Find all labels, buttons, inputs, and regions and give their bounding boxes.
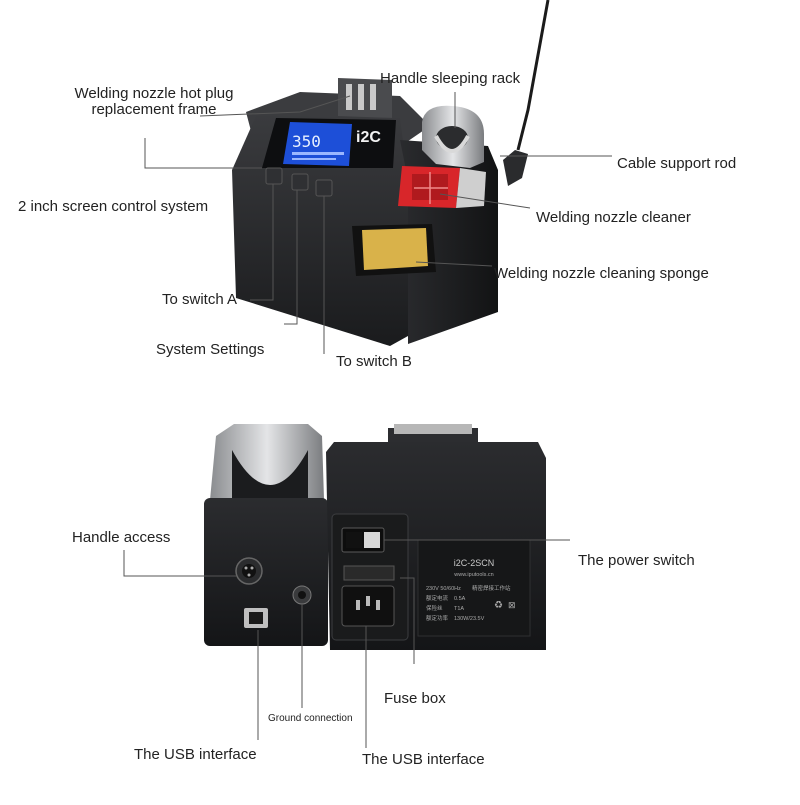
rear-view-station: i2C-2SCN www.iputools.cn 230V 50/60Hz 精密… <box>204 424 546 650</box>
system-settings-button[interactable] <box>291 173 309 191</box>
label-system-settings: System Settings <box>156 341 265 358</box>
cable-rod-clip <box>503 150 528 186</box>
spec-voltage: 230V 50/60Hz <box>426 586 461 592</box>
label-handle-access: Handle access <box>72 529 171 546</box>
label-usb-interface-2: The USB interface <box>362 751 485 768</box>
model-text: i2C-2SCN <box>454 558 495 568</box>
label-sleeping-rack: Handle sleeping rack <box>380 70 521 87</box>
spec-power: 130W/23.5V <box>454 616 485 622</box>
label-switch-b: To switch B <box>336 353 412 370</box>
label-cable-rod: Cable support rod <box>617 155 737 172</box>
cable-line <box>516 0 550 151</box>
label-usb-interface-1: The USB interface <box>134 746 257 763</box>
label-cleaning-sponge: Welding nozzle cleaning sponge <box>494 265 709 282</box>
screen-temperature: 350 <box>292 132 321 151</box>
top-leader-lines <box>144 92 612 354</box>
switch-a-button[interactable] <box>265 167 283 185</box>
rear-left-module <box>204 498 328 646</box>
brand-logo: i2C <box>356 129 381 146</box>
label-hot-plug-frame-2: replacement frame <box>91 101 217 118</box>
label-screen-control: 2 inch screen control system <box>18 198 209 215</box>
bottom-leader-lines <box>123 539 570 748</box>
fuse-box[interactable] <box>343 565 395 581</box>
label-ground-connection: Ground connection <box>268 713 353 724</box>
website-text: www.iputools.cn <box>453 572 493 578</box>
weee-bin-icon: ⊠ <box>508 600 516 610</box>
label-power-switch: The power switch <box>578 552 695 569</box>
label-hot-plug-frame-1: Welding nozzle hot plug <box>74 85 234 102</box>
label-nozzle-cleaner: Welding nozzle cleaner <box>536 209 691 226</box>
spec-fuse: T1A <box>454 606 464 612</box>
front-view-station: 350 i2C <box>232 0 550 346</box>
switch-b-button[interactable] <box>315 179 333 197</box>
label-fuse-box: Fuse box <box>384 690 446 707</box>
spec-power-label: 额定功率 <box>426 614 449 622</box>
label-switch-a: To switch A <box>162 291 238 308</box>
spec-title: 精密焊接工作站 <box>472 584 511 592</box>
spec-fuse-label: 保险丝 <box>426 604 443 612</box>
recycle-icon: ♻ <box>494 600 503 611</box>
spec-current: 0.5A <box>454 596 466 602</box>
rating-label <box>417 539 531 637</box>
cleaning-sponge <box>362 228 428 270</box>
spec-current-label: 额定电流 <box>426 594 449 602</box>
